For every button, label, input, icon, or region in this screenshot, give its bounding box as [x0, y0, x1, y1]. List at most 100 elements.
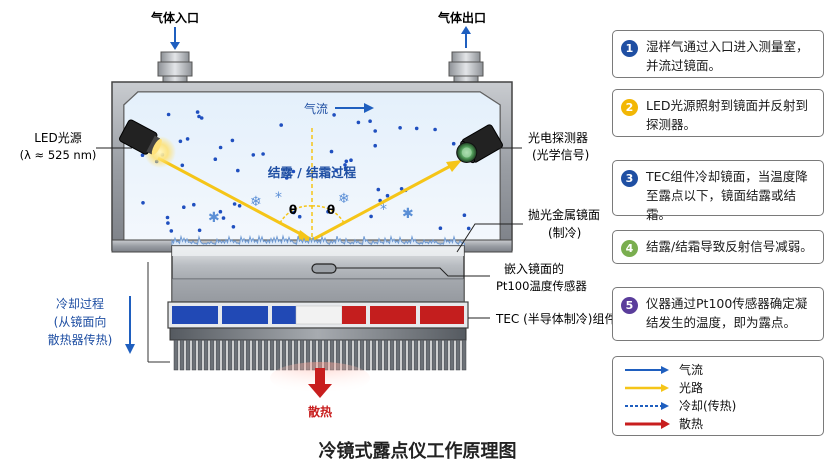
heat-sink-fin — [233, 339, 239, 371]
cooling-label-3: 散热器传热) — [48, 332, 113, 347]
vapor-particle — [231, 225, 236, 229]
gas-outlet-label: 气体出口 — [437, 10, 486, 25]
heat-sink-fin — [383, 339, 389, 371]
vapor-particle — [169, 229, 174, 233]
outlet-arrowhead — [461, 26, 471, 34]
vapor-particle — [378, 198, 382, 203]
vapor-particle — [251, 153, 256, 157]
heat-out-label: 散热 — [308, 404, 332, 419]
heat-sink-fin — [275, 339, 281, 371]
vapor-particle — [332, 113, 336, 117]
vapor-particle — [462, 213, 467, 217]
gas-outlet-fitting — [448, 51, 484, 85]
vapor-particle — [343, 163, 347, 167]
cooling-label-1: 冷却过程 — [56, 296, 104, 311]
mirror-subtitle: (制冷) — [548, 226, 581, 240]
frost-layer — [171, 234, 466, 249]
vapor-particle — [221, 216, 226, 220]
heat-sink-fin — [425, 339, 431, 371]
vapor-particle — [195, 110, 200, 114]
vapor-particle — [373, 143, 378, 148]
heat-sink-fin — [389, 339, 395, 371]
mirror-surface — [172, 246, 464, 256]
detector-title: 光电探测器 — [528, 131, 588, 145]
gas-inlet-label: 气体入口 — [150, 10, 199, 25]
vapor-particle — [197, 228, 202, 233]
vapor-particle — [284, 176, 289, 180]
vapor-particle — [329, 149, 334, 154]
heat-sink-fin — [191, 339, 197, 371]
heat-sink-fin — [239, 339, 245, 371]
heat-sink-fin — [269, 339, 275, 371]
vapor-particle — [218, 209, 223, 214]
sensor-subtitle: Pt100温度传感器 — [496, 279, 587, 293]
vapor-particle — [376, 187, 381, 192]
heat-sink-fin — [179, 339, 185, 371]
heat-sink-fin — [245, 339, 251, 371]
mirror-leader — [456, 223, 523, 253]
condensation-label: 结露 / 结霜过程 — [268, 165, 357, 180]
vapor-particle — [344, 159, 349, 164]
step-4-badge: 4 — [621, 240, 638, 257]
theta-right: θ — [327, 203, 335, 217]
tec-label: TEC (半导体制冷)组件 — [495, 312, 616, 326]
gas-inlet-fitting — [157, 51, 193, 85]
heat-sink-fin — [455, 339, 461, 371]
step-1-text: 湿样气通过入口进入测量室，并流过镜面。 — [646, 39, 809, 73]
vapor-particle — [297, 214, 302, 219]
vapor-particle — [166, 112, 171, 117]
heat-sink-fin — [395, 339, 401, 371]
vapor-particle — [279, 123, 284, 127]
cooling-label-2: (从镜面向 — [54, 314, 107, 329]
heat-sink-fin — [257, 339, 263, 371]
vapor-particle — [141, 201, 145, 205]
vapor-particle — [433, 127, 437, 132]
legend-light-label: 光路 — [679, 381, 704, 395]
heat-sink-base — [169, 327, 467, 341]
vapor-particle — [291, 169, 296, 174]
legend: 气流 光路 冷却(传热) 散热 — [612, 356, 824, 436]
heat-arrow — [315, 368, 325, 386]
heat-sink-fin — [443, 339, 449, 371]
legend-airflow-swatch — [625, 366, 669, 374]
legend-heat-swatch — [625, 419, 670, 429]
vapor-particle — [192, 202, 196, 207]
vapor-particle — [399, 187, 404, 191]
step-5-badge: 5 — [621, 297, 638, 314]
vapor-particle — [237, 204, 242, 208]
heat-sink-fin — [419, 339, 425, 371]
vapor-particle — [182, 205, 186, 209]
photodetector — [456, 124, 503, 164]
vapor-particle — [368, 119, 372, 123]
heat-sink-fin — [281, 339, 287, 371]
legend-heat-label: 散热 — [679, 417, 704, 431]
step-2-badge: 2 — [621, 99, 638, 116]
legend-cooling-label: 冷却(传热) — [679, 399, 737, 413]
step-5-text: 仪器通过Pt100传感器确定凝结发生的温度，即为露点。 — [646, 296, 808, 330]
heat-sink-fin — [353, 339, 359, 371]
step-5-box: 5 仪器通过Pt100传感器确定凝结发生的温度，即为露点。 — [612, 287, 824, 341]
step-3-badge: 3 — [621, 170, 638, 187]
vapor-particle — [343, 166, 348, 171]
vapor-particle — [291, 210, 296, 215]
vapor-particle — [166, 221, 170, 225]
sensor-title: 嵌入镜面的 — [504, 261, 564, 276]
heat-sink-fin — [449, 339, 455, 371]
heat-sink-fin — [173, 339, 179, 371]
vapor-particle — [165, 215, 170, 220]
heat-sink-fin — [461, 339, 467, 371]
vapor-particle — [236, 168, 240, 173]
incident-light-path — [157, 156, 313, 242]
heat-sink-fin — [437, 339, 443, 371]
mirror-title: 抛光金属镜面 — [528, 207, 600, 222]
vapor-particle — [261, 152, 265, 156]
vapor-particle — [414, 126, 419, 131]
heat-sink-fin — [359, 339, 365, 371]
svg-text:❄: ❄ — [338, 191, 350, 207]
detector-subtitle: (光学信号) — [532, 147, 589, 162]
vapor-particle — [213, 157, 218, 161]
step-1-badge: 1 — [621, 40, 638, 57]
reflected-light-path — [311, 160, 459, 242]
heat-sink-fin — [377, 339, 383, 371]
